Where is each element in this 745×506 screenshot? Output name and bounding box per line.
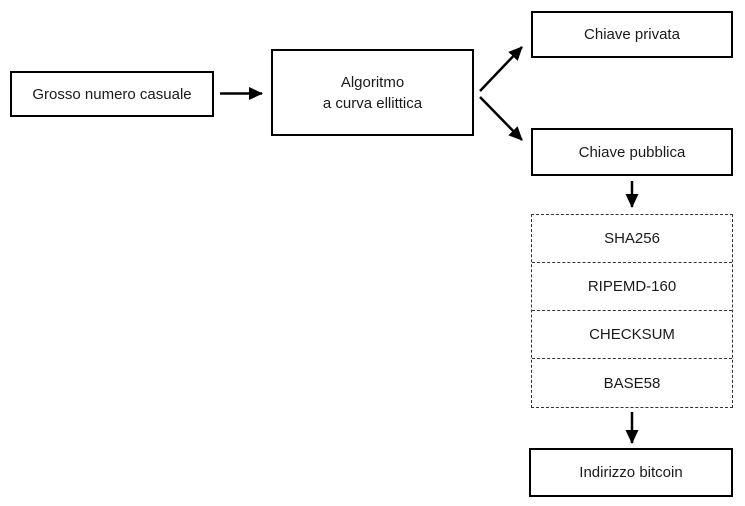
algorithm-label-line2: a curva ellittica [322,94,423,112]
node-public-key: Chiave pubblica [531,128,733,176]
node-public-key-label: Chiave pubblica [578,143,686,161]
hash-step-checksum-label: CHECKSUM [589,326,675,343]
node-random-number: Grosso numero casuale [10,71,214,117]
arrow-algorithm-to-public-key [479,96,523,141]
hash-step-sha256: SHA256 [532,215,732,263]
node-private-key-label: Chiave privata [584,26,680,43]
node-bitcoin-address-label: Indirizzo bitcoin [579,464,683,481]
arrow-algorithm-to-private-key [479,46,523,92]
node-bitcoin-address: Indirizzo bitcoin [529,448,733,497]
hash-step-checksum: CHECKSUM [532,311,732,359]
hash-step-base58: BASE58 [532,359,732,407]
hash-step-ripemd-160-label: RIPEMD-160 [587,278,677,295]
node-elliptic-curve-algorithm: Algoritmo a curva ellittica [271,49,474,136]
algorithm-label-line1: Algoritmo [340,73,405,91]
hash-step-base58-label: BASE58 [603,374,661,392]
hash-step-sha256-label: SHA256 [604,230,660,247]
node-private-key: Chiave privata [531,11,733,58]
node-elliptic-curve-algorithm-label: Algoritmo a curva ellittica [323,72,422,114]
node-random-number-label: Grosso numero casuale [32,85,192,103]
hash-steps-stack: SHA256 RIPEMD-160 CHECKSUM BASE58 [531,214,733,408]
hash-step-ripemd-160: RIPEMD-160 [532,263,732,311]
